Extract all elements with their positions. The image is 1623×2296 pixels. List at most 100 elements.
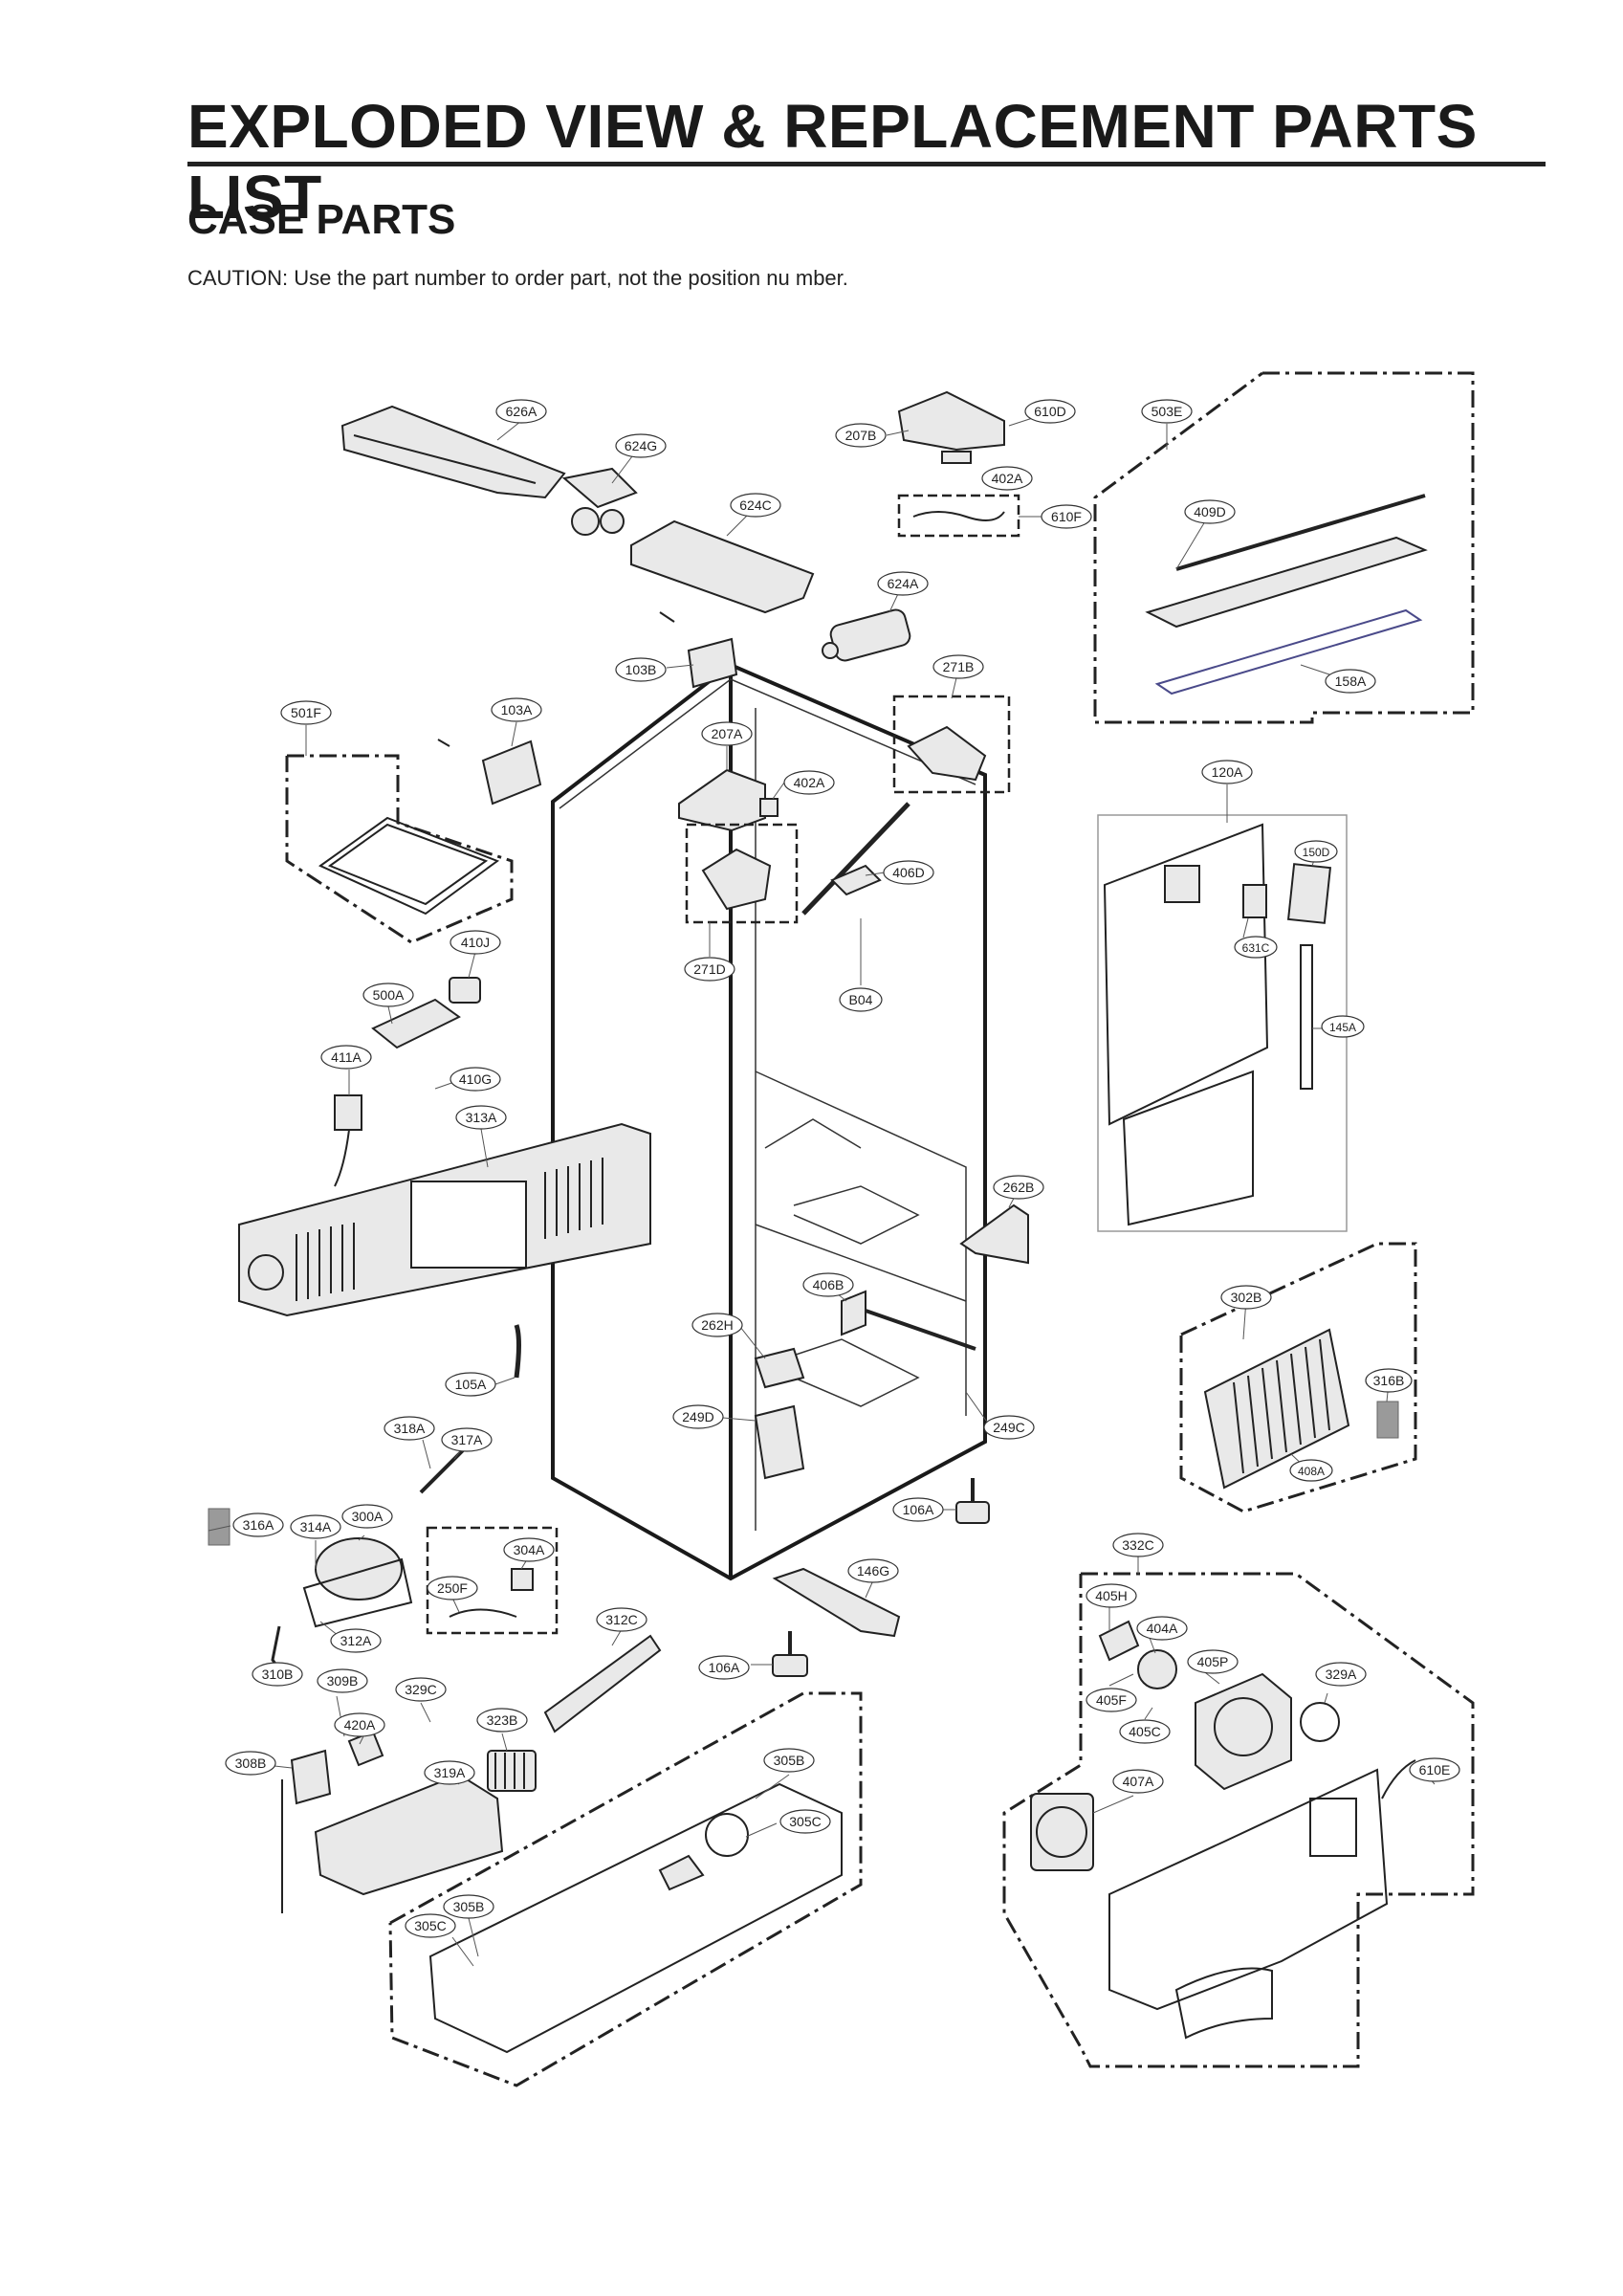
- part-label-405H: 405H: [1086, 1583, 1137, 1608]
- part-label-626A: 626A: [495, 399, 547, 424]
- part-207A-graphic: [678, 768, 766, 832]
- part-146G-graphic: [772, 1567, 901, 1638]
- part-label-406B: 406B: [802, 1272, 854, 1297]
- part-262B-graphic: [959, 1203, 1029, 1265]
- part-label-408A: 408A: [1289, 1459, 1333, 1482]
- part-label-323B: 323B: [476, 1708, 528, 1733]
- part-120A-graphic: [1103, 823, 1269, 1226]
- part-158A-graphic: [1154, 608, 1423, 695]
- part-410J-graphic: [449, 977, 481, 1004]
- part-label-106A-bot-text: 106A: [709, 1660, 740, 1675]
- part-label-106A-bot: 106A: [698, 1655, 750, 1680]
- part-label-150D: 150D: [1294, 840, 1338, 863]
- group-302B-outline: [1179, 1242, 1417, 1513]
- section-title: CASE PARTS: [187, 196, 456, 243]
- part-624A-graphic: [822, 608, 911, 662]
- part-label-406D: 406D: [883, 860, 934, 885]
- part-label-249C-text: 249C: [993, 1420, 1024, 1435]
- part-label-420A-text: 420A: [344, 1717, 376, 1733]
- part-label-319A-text: 319A: [434, 1765, 466, 1780]
- group-250F-304A-outline: [426, 1526, 559, 1635]
- part-label-313A-text: 313A: [466, 1110, 497, 1125]
- part-106A-bot-graphic: [772, 1631, 808, 1677]
- part-label-405F-text: 405F: [1096, 1692, 1127, 1708]
- part-label-145A-text: 145A: [1329, 1021, 1356, 1034]
- part-label-103B-text: 103B: [625, 662, 657, 677]
- group-332C-outline: [1002, 1572, 1475, 2068]
- title-underline: [187, 162, 1546, 166]
- part-label-402A-top-text: 402A: [992, 471, 1023, 486]
- part-label-405F: 405F: [1086, 1688, 1137, 1712]
- part-105A-graphic: [514, 1324, 521, 1379]
- part-312C-graphic: [543, 1634, 662, 1733]
- part-label-410G: 410G: [450, 1067, 501, 1092]
- part-label-308B-text: 308B: [235, 1755, 267, 1771]
- part-label-304A: 304A: [503, 1537, 555, 1562]
- part-406B-graphic: [841, 1290, 976, 1351]
- part-label-317A-text: 317A: [451, 1432, 483, 1447]
- part-262H-graphic: [754, 1347, 805, 1389]
- part-label-500A: 500A: [362, 982, 414, 1007]
- part-label-406B-text: 406B: [813, 1277, 844, 1292]
- part-label-405C-text: 405C: [1129, 1724, 1160, 1739]
- part-label-405C: 405C: [1119, 1719, 1171, 1744]
- group-501F-outline: [285, 754, 514, 944]
- group-271D-outline: [685, 823, 799, 924]
- part-label-207B-text: 207B: [845, 428, 877, 443]
- part-label-310B-text: 310B: [262, 1667, 294, 1682]
- part-label-405P: 405P: [1187, 1649, 1239, 1674]
- part-150D-graphic: [1286, 863, 1332, 924]
- part-label-409D: 409D: [1184, 499, 1236, 524]
- part-label-305B-bot-text: 305B: [453, 1899, 485, 1914]
- part-label-610E-text: 610E: [1419, 1762, 1451, 1777]
- part-145A-graphic: [1300, 944, 1313, 1090]
- part-label-106A-top: 106A: [892, 1497, 944, 1522]
- part-label-305B-top-text: 305B: [774, 1753, 805, 1768]
- part-106A-top-graphic: [955, 1478, 990, 1524]
- part-label-262H: 262H: [691, 1313, 743, 1337]
- part-302B-graphic: [1203, 1328, 1350, 1490]
- part-label-308B: 308B: [225, 1751, 276, 1776]
- part-label-207A: 207A: [701, 721, 753, 746]
- part-label-120A-text: 120A: [1212, 764, 1243, 780]
- part-label-300A: 300A: [341, 1504, 393, 1529]
- part-label-332C: 332C: [1112, 1533, 1164, 1557]
- part-label-310B: 310B: [252, 1662, 303, 1687]
- part-label-610F: 610F: [1041, 504, 1092, 529]
- part-626A-graphic: [340, 405, 566, 499]
- part-label-316A: 316A: [232, 1512, 284, 1537]
- part-label-323B-text: 323B: [487, 1712, 518, 1728]
- part-label-409D-text: 409D: [1194, 504, 1225, 519]
- part-label-332C-text: 332C: [1122, 1537, 1153, 1553]
- part-label-316A-text: 316A: [243, 1517, 274, 1533]
- part-label-501F: 501F: [280, 700, 332, 725]
- part-329A-graphic: [1300, 1702, 1340, 1742]
- part-404A-graphic: [1137, 1649, 1177, 1689]
- part-label-318A: 318A: [384, 1416, 435, 1441]
- group-503E-outline: [1093, 371, 1475, 724]
- part-label-408A-text: 408A: [1298, 1465, 1325, 1478]
- part-624C-graphic: [630, 519, 815, 614]
- part-label-631C-text: 631C: [1242, 941, 1270, 955]
- part-label-207A-text: 207A: [712, 726, 743, 741]
- part-501F-graphic: [318, 816, 500, 916]
- part-label-106A-top-text: 106A: [903, 1502, 934, 1517]
- part-label-329C: 329C: [395, 1677, 447, 1702]
- part-409D-graphic: [1145, 494, 1428, 629]
- marker-316A: [208, 1508, 230, 1546]
- part-label-402A-top: 402A: [981, 466, 1033, 491]
- part-label-411A-text: 411A: [331, 1049, 362, 1065]
- part-label-407A-text: 407A: [1123, 1774, 1154, 1789]
- part-freezer-cover-graphic: [1108, 1768, 1389, 2040]
- part-label-410G-text: 410G: [459, 1071, 492, 1087]
- part-label-406D-text: 406D: [892, 865, 924, 880]
- part-402A-graphic: [759, 798, 779, 817]
- part-label-300A-text: 300A: [352, 1509, 384, 1524]
- part-label-262H-text: 262H: [701, 1317, 733, 1333]
- part-label-317A: 317A: [441, 1427, 493, 1452]
- part-label-626A-text: 626A: [506, 404, 537, 419]
- page-title: EXPLODED VIEW & REPLACEMENT PARTS LIST: [187, 92, 1478, 232]
- part-500A-graphic: [371, 998, 461, 1049]
- part-machine-cover-graphic: [428, 1782, 843, 2054]
- part-label-624A-text: 624A: [888, 576, 919, 591]
